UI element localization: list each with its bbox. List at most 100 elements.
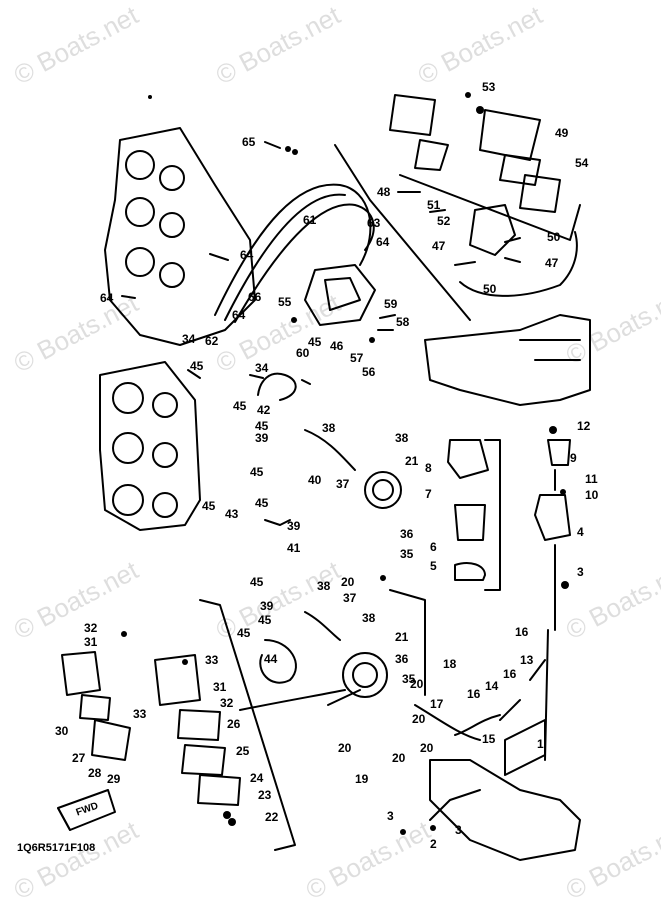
part-label: 18 (443, 657, 457, 671)
part-label: 16 (467, 687, 481, 701)
part-label: 45 (308, 335, 322, 349)
part-label: 14 (485, 679, 499, 693)
part-label: 58 (396, 315, 410, 329)
part-label: 39 (255, 431, 269, 445)
part-label: 12 (577, 419, 591, 433)
part-label: 6 (430, 540, 437, 554)
cylinder-block-middle (99, 361, 201, 531)
part-label: 44 (264, 652, 278, 666)
part-label: 48 (377, 185, 391, 199)
part-label: 56 (362, 365, 376, 379)
part-label: 33 (205, 653, 219, 667)
part-label: 55 (278, 295, 292, 309)
part-label: 4 (577, 525, 584, 539)
electric-pump (469, 204, 516, 256)
fuel-hose-primer (504, 719, 546, 776)
part-label: 50 (483, 282, 497, 296)
part-label: 21 (395, 630, 409, 644)
diagram-reference-code: 1Q6R5171F108 (17, 842, 96, 854)
part-label: 41 (287, 541, 301, 555)
part-label: 47 (432, 239, 446, 253)
part-label: 62 (205, 334, 219, 348)
part-label: 28 (88, 766, 102, 780)
part-label: 36 (400, 527, 414, 541)
part-label: 54 (575, 156, 589, 170)
part-label: 9 (570, 451, 577, 465)
part-label: 66 (248, 290, 262, 304)
part-label: 43 (225, 507, 239, 521)
part-label: 31 (213, 680, 227, 694)
part-label: 45 (255, 496, 269, 510)
part-label: 42 (257, 403, 271, 417)
part-label: 49 (555, 126, 569, 140)
part-label: 30 (55, 724, 69, 738)
pump-cover-left (61, 651, 101, 696)
part-label: 3 (577, 565, 584, 579)
part-label: 17 (430, 697, 444, 711)
part-label: 20 (341, 575, 355, 589)
part-label: 31 (84, 635, 98, 649)
part-label: 37 (343, 591, 357, 605)
part-label: 50 (547, 230, 561, 244)
part-label: 7 (425, 487, 432, 501)
part-label: 38 (395, 431, 409, 445)
part-label: 25 (236, 744, 250, 758)
part-label: 52 (437, 214, 451, 228)
part-label: 40 (308, 473, 322, 487)
part-label: 45 (250, 575, 264, 589)
part-label: 64 (240, 248, 254, 262)
fuel-filter-right (534, 494, 571, 541)
pump-cover (389, 94, 436, 136)
part-label: 39 (260, 599, 274, 613)
part-label: 1 (537, 737, 544, 751)
fuel-filter-bowl (454, 504, 486, 541)
part-label: 20 (412, 712, 426, 726)
part-label: 64 (232, 308, 246, 322)
cylinder-block-upper (104, 127, 256, 346)
part-label: 21 (405, 454, 419, 468)
part-label: 38 (362, 611, 376, 625)
part-label: 23 (258, 788, 272, 802)
part-label: 11 (585, 472, 598, 486)
diaphragm-plate (479, 109, 541, 161)
part-label: 16 (515, 625, 529, 639)
part-label: 45 (255, 419, 269, 433)
part-label: 29 (107, 772, 121, 786)
part-label: 34 (182, 332, 196, 346)
part-label: 57 (350, 351, 364, 365)
part-label: 63 (367, 216, 381, 230)
part-label: 32 (84, 621, 98, 635)
part-label: 10 (585, 488, 599, 502)
fuel-pump-upper (304, 264, 376, 326)
part-label: 53 (482, 80, 496, 94)
part-label: 8 (425, 461, 432, 475)
part-label: 39 (287, 519, 301, 533)
part-label: 15 (482, 732, 496, 746)
part-label: 64 (100, 291, 114, 305)
part-label: 59 (384, 297, 398, 311)
part-label: 45 (258, 613, 272, 627)
part-label: 35 (402, 672, 416, 686)
part-label: 46 (330, 339, 344, 353)
part-label: 2 (430, 837, 437, 851)
part-label: 65 (242, 135, 256, 149)
part-label: 20 (410, 677, 424, 691)
part-label: 36 (395, 652, 409, 666)
part-label: 35 (400, 547, 414, 561)
part-label: 38 (322, 421, 336, 435)
part-label: 24 (250, 771, 264, 785)
part-label: 60 (296, 346, 310, 360)
part-label: 32 (220, 696, 234, 710)
part-label: 3 (455, 823, 462, 837)
fuel-pump-lower (342, 652, 388, 698)
part-label: 45 (250, 465, 264, 479)
part-label: 47 (545, 256, 559, 270)
part-label: 45 (202, 499, 216, 513)
part-label: 27 (72, 751, 86, 765)
part-label: 19 (355, 772, 369, 786)
part-label: 16 (503, 667, 517, 681)
part-label: 20 (420, 741, 434, 755)
part-label: 20 (392, 751, 406, 765)
